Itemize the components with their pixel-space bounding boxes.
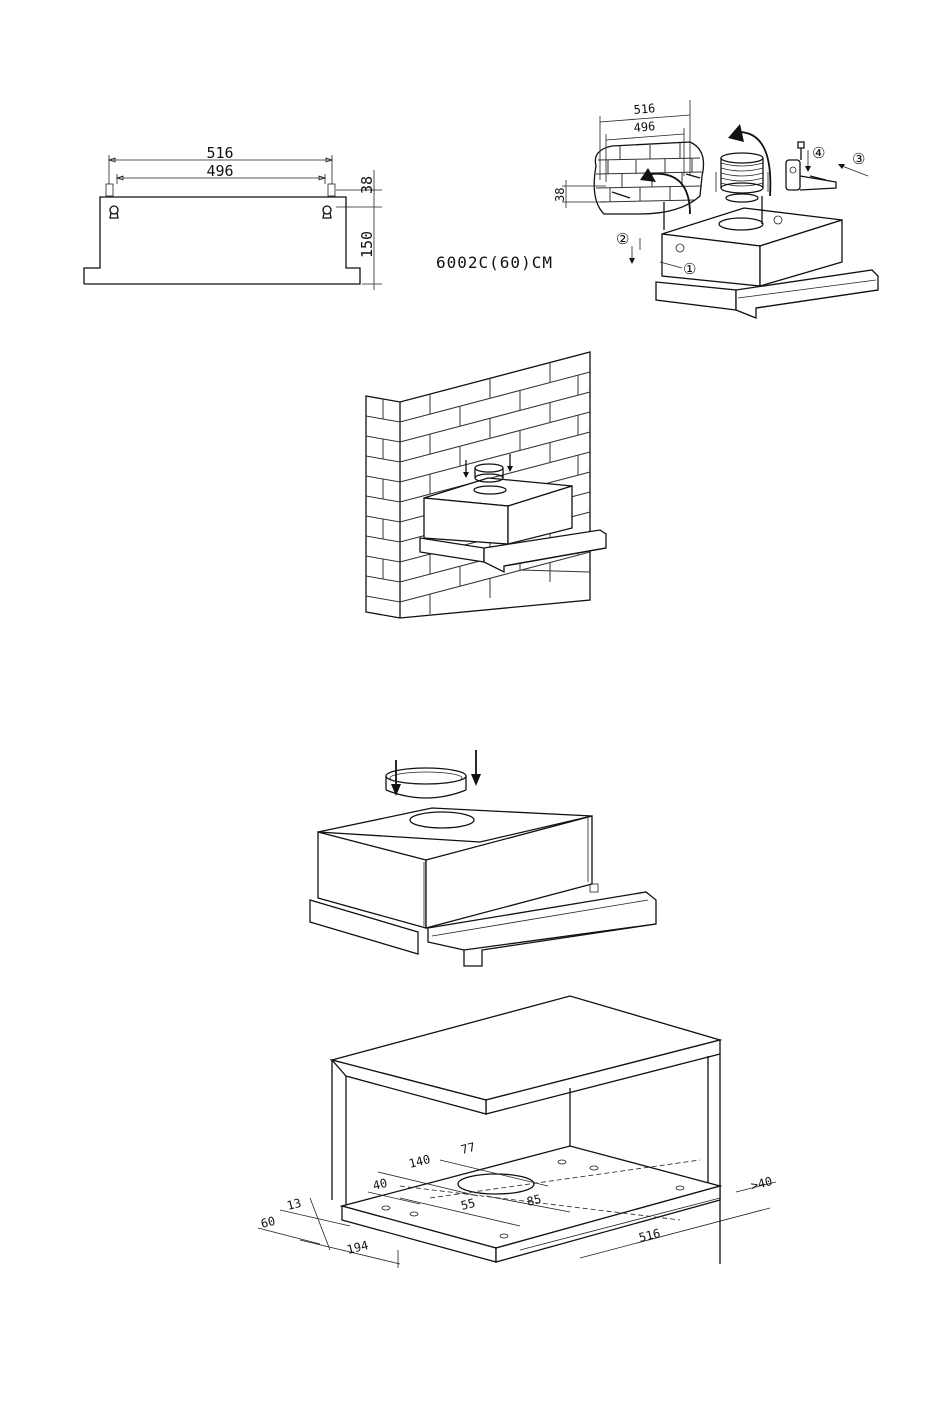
fig2-dim-38-label: 38 — [553, 188, 567, 202]
mounted-hood — [420, 478, 606, 572]
keyhole-right — [323, 184, 335, 218]
collar-ring — [386, 768, 466, 798]
step-1-label: ① — [683, 260, 696, 278]
keyhole-left — [106, 184, 118, 218]
bracket-dimension-figure: 516 496 38 150 — [84, 144, 382, 290]
dim-38-label: 38 — [358, 176, 376, 194]
flex-duct — [721, 153, 763, 202]
step-2-label: ② — [616, 230, 629, 248]
dim-140-label: 140 — [407, 1152, 431, 1171]
dim-496-label: 496 — [206, 162, 233, 180]
dim-516-label: 516 — [206, 144, 233, 162]
dim-516-cabinet-label: 516 — [637, 1226, 661, 1245]
fig2-dim-496-label: 496 — [633, 119, 656, 135]
dim-150-label: 150 — [358, 231, 376, 258]
fig2-dim-516-label: 516 — [633, 101, 656, 117]
wall-mounted-hood-figure — [366, 352, 606, 618]
dim-77-label: 77 — [459, 1140, 476, 1157]
model-label: 6002C(60)CM — [436, 253, 553, 272]
hood-front-outline — [84, 197, 360, 284]
dim-194-label: 194 — [345, 1238, 369, 1257]
dim-60-label: 60 — [259, 1214, 276, 1231]
cabinet-cutout-figure: 140 77 40 55 85 13 60 194 516 >40 — [258, 996, 776, 1268]
dim-40-label: 40 — [371, 1176, 388, 1193]
step-4-label: ④ — [812, 144, 825, 162]
hood-collar-figure — [310, 750, 656, 966]
exploded-installation-figure: 516 496 38 — [553, 100, 878, 318]
step-3-label: ③ — [852, 150, 865, 168]
hood-body-exploded — [656, 196, 878, 318]
dim-gt40-label: >40 — [749, 1174, 773, 1193]
dim-13-label: 13 — [285, 1196, 302, 1213]
